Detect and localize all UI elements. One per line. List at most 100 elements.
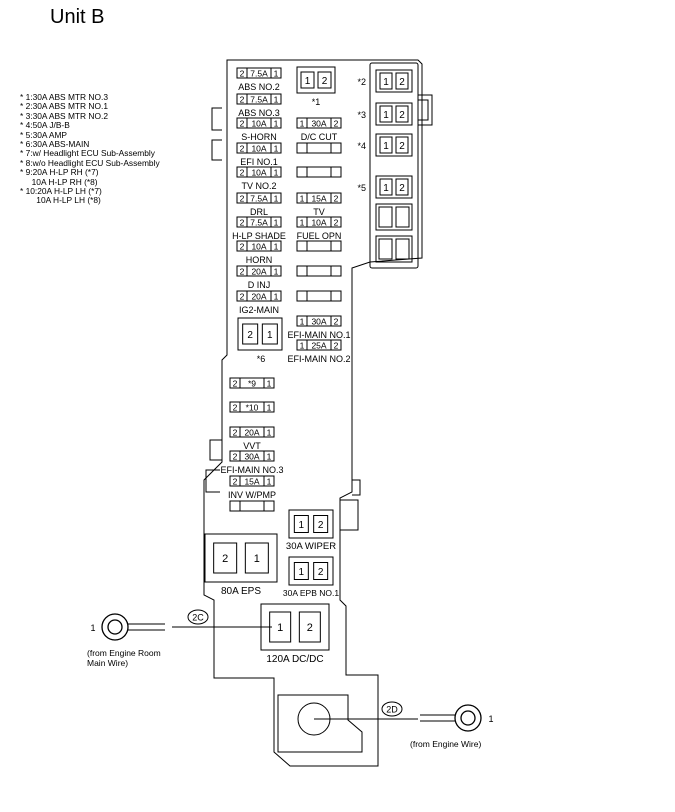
ring-terminal-icon xyxy=(454,704,482,732)
relay-pin: 2 xyxy=(247,330,253,341)
note-line: * 7:w/ Headlight ECU Sub-Assembly xyxy=(20,148,155,159)
connector-source: (from Engine Wire) xyxy=(410,739,481,749)
fuse-pin-left: 1 xyxy=(300,218,305,228)
fuse-pin-left: 1 xyxy=(300,119,305,129)
page-title: Unit B xyxy=(50,6,105,28)
fuse-rating: 10A xyxy=(311,218,326,228)
fuse-rating: *9 xyxy=(248,379,256,389)
fuse-outline xyxy=(236,265,282,277)
fuse-outline xyxy=(296,339,342,351)
relay-label: 120A DC/DC xyxy=(266,654,323,665)
relay-terminal xyxy=(293,562,309,580)
fuse-outline xyxy=(296,216,342,228)
relay-pin: 2 xyxy=(222,553,228,565)
relay-terminal xyxy=(242,323,259,345)
fuse-rating: 15A xyxy=(244,477,259,487)
relay-terminal xyxy=(379,178,393,196)
relay-terminal xyxy=(379,136,393,154)
relay-label: 30A EPB NO.1 xyxy=(283,588,339,598)
fuse-rating: 10A xyxy=(251,242,266,252)
fuse-rating: 7.5A xyxy=(250,194,268,204)
relay-terminal xyxy=(395,178,409,196)
connector-tag-icon xyxy=(381,701,403,717)
fuse-pin-left: 2 xyxy=(233,428,238,438)
fuse-pin-right: 1 xyxy=(267,403,272,413)
empty-fuse-slot xyxy=(296,240,342,252)
relay-pin: 2 xyxy=(399,110,405,121)
fuse-outline xyxy=(236,142,282,154)
fuse-pin-left: 2 xyxy=(240,218,245,228)
terminal-housing xyxy=(277,694,363,753)
fuse-rating: 10A xyxy=(251,144,266,154)
fuse-rating: 7.5A xyxy=(250,69,268,79)
latch-left-1 xyxy=(211,107,222,131)
fuse-pin-right: 2 xyxy=(334,341,339,351)
relay-terminal xyxy=(395,136,409,154)
fuse-outline xyxy=(229,450,275,462)
empty-fuse-slot xyxy=(229,500,275,512)
relay-pin: 2 xyxy=(399,141,405,152)
fuse-outline xyxy=(236,240,282,252)
ring-terminal-icon xyxy=(101,613,129,641)
latch-right-3 xyxy=(352,479,361,496)
fuse-pin-right: 1 xyxy=(267,452,272,462)
fuse-outline xyxy=(229,377,275,389)
note-line: * 3:30A ABS MTR NO.2 xyxy=(20,110,108,121)
fuse-pin-right: 1 xyxy=(274,168,279,178)
empty-fuse-slot xyxy=(296,265,342,277)
fuse-label: VVT xyxy=(243,441,261,451)
fuse-rating: 20A xyxy=(251,292,266,302)
note-line: * 1:30A ABS MTR NO.3 xyxy=(20,92,108,102)
fuse-outline xyxy=(296,192,342,204)
note-line: * 2:30A ABS MTR NO.1 xyxy=(20,101,108,112)
fuse-label: DRL xyxy=(250,207,268,217)
latch-right-1 xyxy=(418,94,433,126)
relay-pin: 2 xyxy=(318,567,324,578)
relay-terminal xyxy=(213,542,238,574)
fuse-pin-right: 2 xyxy=(334,119,339,129)
empty-relay-slot xyxy=(375,235,413,263)
fuse-pin-right: 1 xyxy=(267,428,272,438)
fuse-label: H-LP SHADE xyxy=(232,231,286,241)
relay-pin: 1 xyxy=(254,553,260,565)
fuse-label: HORN xyxy=(246,255,273,265)
note-line: * 5:30A AMP xyxy=(20,129,68,140)
latch-right-4 xyxy=(340,499,359,531)
connector-tag: 2C xyxy=(192,613,204,623)
note-line: * 4:50A J/B-B xyxy=(20,120,70,131)
fuse-rating: 30A xyxy=(311,119,326,129)
fuse-pin-left: 2 xyxy=(240,242,245,252)
fuse-outline xyxy=(236,117,282,129)
fuse-pin-right: 1 xyxy=(274,194,279,204)
fuse-rating: 7.5A xyxy=(250,95,268,105)
relay-label: *2 xyxy=(357,77,366,87)
fuse-pin-right: 1 xyxy=(274,95,279,105)
fuse-outline xyxy=(229,401,275,413)
fuse-outline xyxy=(229,475,275,487)
fuse-rating: 15A xyxy=(311,194,326,204)
relay-pin: 2 xyxy=(399,183,405,194)
latch-left-2 xyxy=(211,139,222,161)
fuse-pin-left: 2 xyxy=(233,477,238,487)
fuse-pin-left: 2 xyxy=(240,69,245,79)
relay-terminal xyxy=(395,72,409,90)
relay-terminal xyxy=(293,515,309,533)
fuse-pin-right: 2 xyxy=(334,194,339,204)
fuse-pin-right: 1 xyxy=(274,242,279,252)
connector-source: (from Engine Room xyxy=(87,648,161,658)
fuse-outline xyxy=(229,426,275,438)
connector-pin: 1 xyxy=(90,623,95,633)
relay-pin: 2 xyxy=(307,622,313,634)
fuse-rating: 10A xyxy=(251,168,266,178)
relay-pin: 2 xyxy=(399,77,405,88)
fuse-pin-left: 1 xyxy=(300,194,305,204)
fuse-pin-right: 1 xyxy=(274,292,279,302)
